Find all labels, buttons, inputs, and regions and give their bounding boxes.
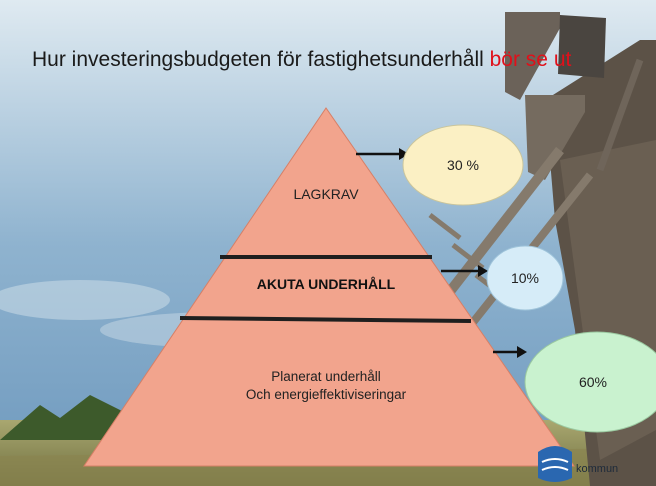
bubble-30-percent-value: 30 % xyxy=(447,157,479,173)
tier-planerat-label-1: Planerat underhåll xyxy=(271,369,381,384)
logo-text: kommun xyxy=(576,463,618,475)
tier-lagkrav-label: LAGKRAV xyxy=(293,186,359,202)
divider-bottom xyxy=(179,316,472,323)
bubble-10-percent xyxy=(486,245,564,311)
bubble-60-percent-value: 60% xyxy=(579,374,607,390)
bubble-30-percent xyxy=(402,124,524,206)
arrow-top xyxy=(356,148,409,160)
arrow-bottom xyxy=(493,346,527,358)
bubble-60-percent xyxy=(524,331,656,433)
tier-akuta-label: AKUTA UNDERHÅLL xyxy=(257,276,396,292)
slide-title-highlight: bör se ut xyxy=(489,48,572,71)
slide-title-main: Hur investeringsbudgeten för fastighetsu… xyxy=(32,48,484,71)
bubble-10-percent-value: 10% xyxy=(511,270,539,286)
slide-title: Hur investeringsbudgeten för fastighetsu… xyxy=(32,48,571,72)
arrow-middle xyxy=(441,265,488,277)
pyramid xyxy=(83,107,575,467)
tier-planerat-label-2: Och energieffektiviseringar xyxy=(246,387,407,402)
kommun-logo: kommun xyxy=(538,446,618,482)
